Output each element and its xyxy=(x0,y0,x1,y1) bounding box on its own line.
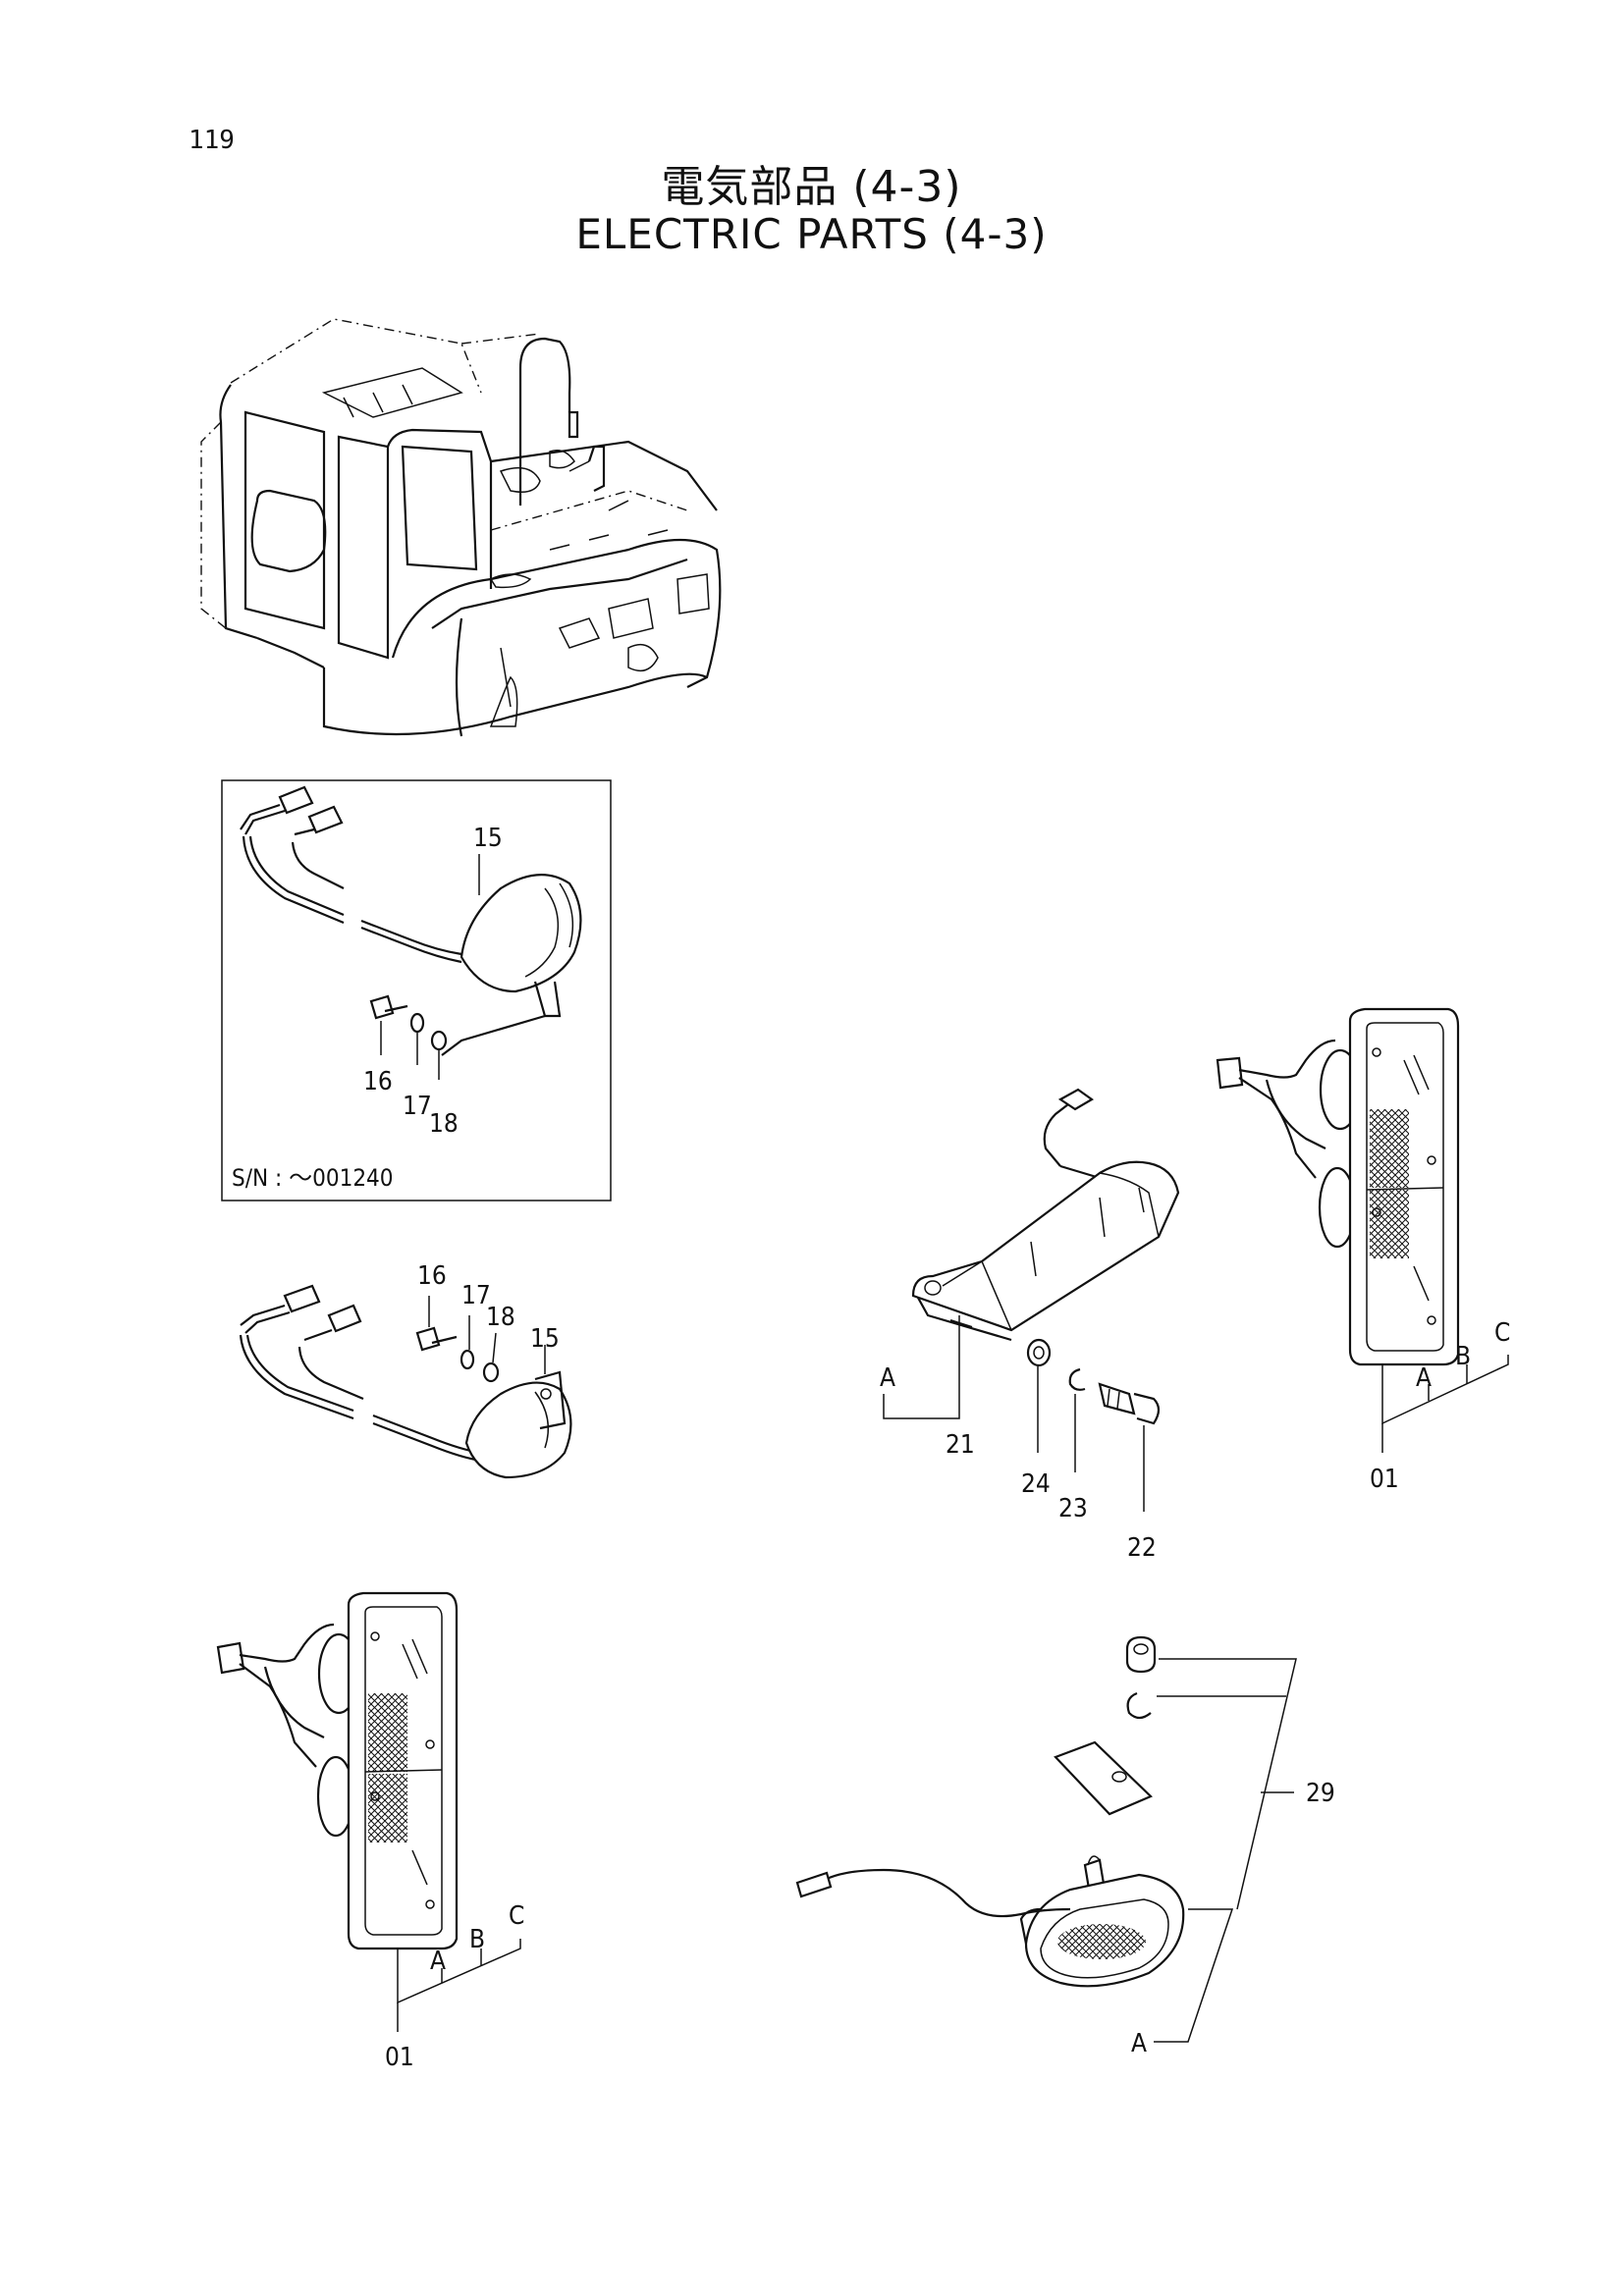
callout-B-left: B xyxy=(469,1925,485,1954)
callout-23: 23 xyxy=(1058,1494,1088,1523)
callout-18: 18 xyxy=(486,1303,515,1332)
page-number: 119 xyxy=(189,126,235,155)
callout-22: 22 xyxy=(1127,1533,1157,1563)
callout-A-right: A xyxy=(1416,1363,1432,1393)
callout-24: 24 xyxy=(1021,1469,1051,1499)
callout-17: 17 xyxy=(461,1281,491,1310)
callout-29: 29 xyxy=(1306,1779,1335,1808)
callout-18-inset: 18 xyxy=(429,1109,459,1139)
callout-15-inset: 15 xyxy=(473,824,503,853)
room-light-drawing xyxy=(883,1088,1180,1512)
machine-overview-drawing xyxy=(200,318,722,737)
callout-17-inset: 17 xyxy=(403,1092,432,1121)
title-english: ELECTRIC PARTS (4-3) xyxy=(575,210,1048,258)
callout-A-room-light: A xyxy=(880,1363,895,1393)
horn-drawing xyxy=(239,1284,572,1479)
rear-lamp-right-drawing xyxy=(1216,1007,1509,1453)
title-japanese: 電気部品 (4-3) xyxy=(661,162,962,212)
callout-B-right: B xyxy=(1455,1342,1471,1371)
callout-01-right: 01 xyxy=(1370,1465,1399,1494)
inset-frame xyxy=(221,779,612,1201)
callout-16: 16 xyxy=(417,1261,447,1291)
callout-C-right: C xyxy=(1494,1318,1510,1348)
rear-lamp-left-drawing xyxy=(216,1591,521,2032)
callout-A-left: A xyxy=(430,1947,446,1976)
callout-C-left: C xyxy=(509,1901,524,1931)
inset-serial-number: S/N : ～001240 xyxy=(232,1164,394,1192)
callout-16-inset: 16 xyxy=(363,1067,393,1096)
work-light-drawing xyxy=(795,1635,1297,2043)
callout-01-left: 01 xyxy=(385,2043,414,2072)
callout-15: 15 xyxy=(530,1324,560,1354)
callout-A-work-light: A xyxy=(1131,2029,1147,2058)
callout-21: 21 xyxy=(946,1430,975,1460)
horn-inset-drawing xyxy=(240,785,582,1080)
